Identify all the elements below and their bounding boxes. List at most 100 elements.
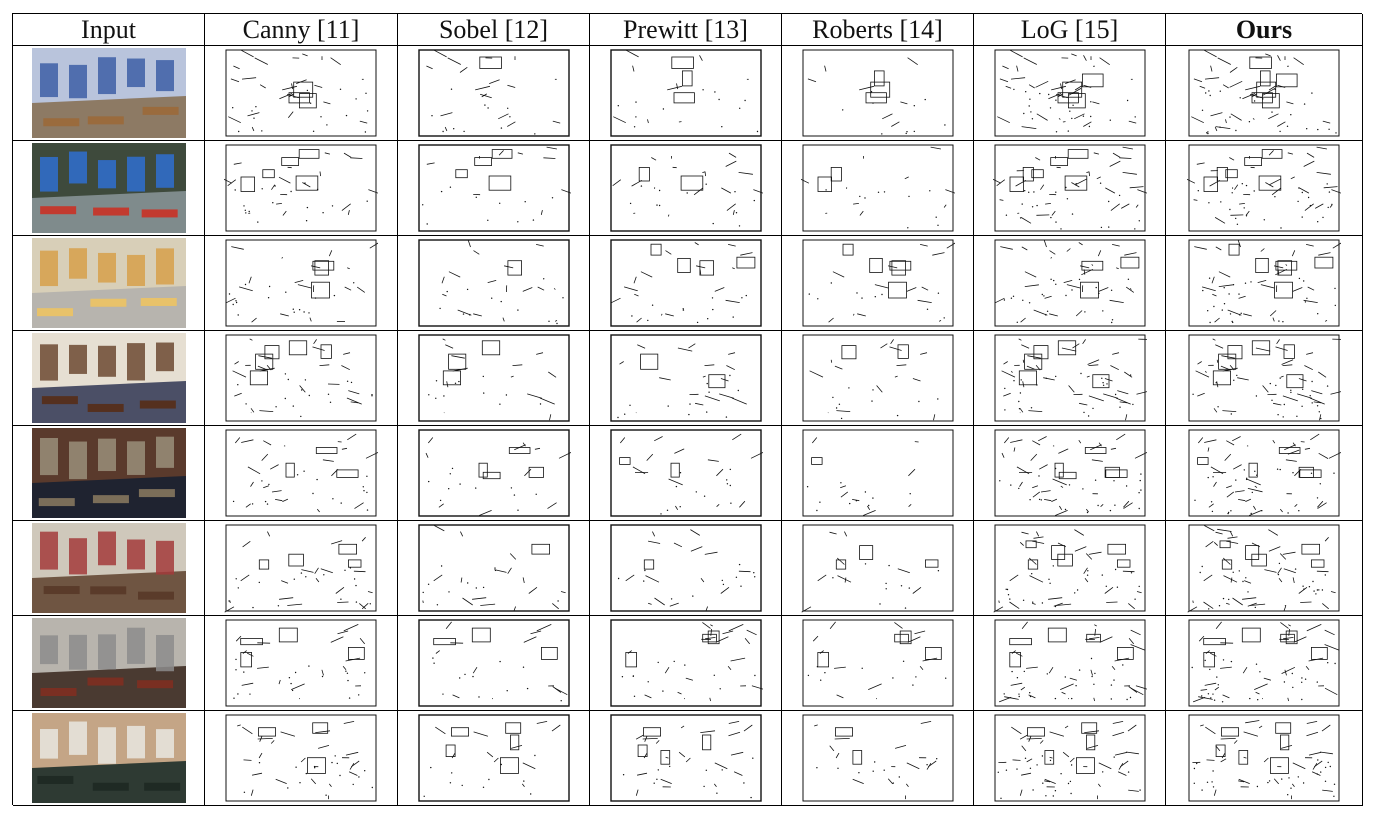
edge-map-image [1187, 524, 1340, 613]
edge-map-image [1188, 49, 1340, 137]
edge-map-ours [1166, 426, 1363, 521]
edge-map-prewitt [590, 141, 782, 236]
edge-map-image [609, 49, 762, 137]
edge-map-prewitt [590, 331, 782, 426]
input-image-cell [13, 521, 205, 616]
header-label: Roberts [14] [812, 14, 943, 44]
edge-map-canny [205, 521, 398, 616]
edge-map-ours [1166, 711, 1363, 806]
edge-map-sobel [398, 141, 590, 236]
edge-map-canny [205, 236, 398, 331]
edge-map-ours [1166, 236, 1363, 331]
edge-map-image [609, 714, 762, 802]
edge-map-image [802, 239, 955, 327]
edge-map-image [417, 49, 570, 137]
edge-map-log [974, 236, 1166, 331]
edge-map-sobel [398, 711, 590, 806]
input-image-cell [13, 236, 205, 331]
scene-photo [31, 333, 186, 423]
edge-map-image [800, 144, 955, 232]
edge-map-roberts [782, 521, 974, 616]
edge-map-image [225, 714, 377, 802]
edge-map-prewitt [590, 711, 782, 806]
edge-map-log [974, 426, 1166, 521]
edge-map-image [994, 619, 1147, 707]
edge-map-image [992, 144, 1147, 232]
input-image-cell [13, 46, 205, 141]
edge-map-image [609, 429, 763, 517]
header-input: Input [13, 14, 205, 46]
header-sobel: Sobel [12] [398, 14, 590, 46]
edge-map-image [994, 714, 1145, 802]
edge-map-canny [205, 711, 398, 806]
edge-map-image [801, 524, 953, 613]
header-label: Prewitt [13] [623, 14, 748, 44]
edge-map-canny [205, 426, 398, 521]
edge-map-log [974, 711, 1166, 806]
edge-map-log [974, 331, 1166, 426]
edge-map-canny [205, 616, 398, 711]
edge-map-image [609, 619, 763, 707]
edge-map-image [417, 524, 570, 612]
edge-map-image [225, 334, 377, 422]
comparison-table: Input Canny [11] Sobel [12] Prewitt [13]… [12, 13, 1363, 806]
edge-map-image [609, 144, 763, 232]
edge-map-canny [205, 141, 398, 236]
edge-map-image [417, 619, 570, 707]
edge-map-sobel [398, 46, 590, 141]
edge-map-image [1188, 619, 1340, 707]
edge-map-image [225, 429, 378, 517]
edge-map-image [802, 429, 953, 517]
header-label: LoG [15] [1020, 14, 1119, 44]
edge-map-image [993, 524, 1145, 613]
edge-map-image [609, 334, 762, 422]
edge-map-sobel [398, 331, 590, 426]
edge-map-ours [1166, 46, 1363, 141]
edge-map-image [224, 144, 378, 232]
scene-photo [31, 713, 186, 803]
edge-map-image [224, 524, 377, 613]
edge-map-ours [1166, 616, 1363, 711]
header-label: Ours [1235, 14, 1293, 44]
edge-map-sobel [398, 426, 590, 521]
scene-photo [31, 523, 186, 613]
edge-map-image [802, 714, 953, 802]
edge-map-image [802, 619, 953, 707]
edge-map-sobel [398, 616, 590, 711]
edge-map-image [802, 334, 953, 422]
header-ours: Ours [1166, 14, 1363, 46]
edge-map-image [225, 619, 377, 707]
header-roberts: Roberts [14] [782, 14, 974, 46]
edge-map-image [609, 239, 762, 327]
edge-map-image [802, 49, 953, 137]
edge-map-image [994, 429, 1147, 517]
edge-map-sobel [398, 521, 590, 616]
edge-map-canny [205, 331, 398, 426]
edge-map-prewitt [590, 521, 782, 616]
edge-map-image [417, 334, 570, 422]
edge-map-image [417, 429, 571, 517]
edge-map-image [417, 144, 571, 232]
edge-map-image [225, 49, 377, 137]
edge-map-log [974, 141, 1166, 236]
edge-map-image [609, 524, 762, 612]
edge-map-roberts [782, 616, 974, 711]
edge-map-ours [1166, 141, 1363, 236]
edge-map-image [994, 239, 1145, 327]
edge-map-prewitt [590, 616, 782, 711]
header-label: Sobel [12] [438, 14, 549, 44]
edge-map-canny [205, 46, 398, 141]
edge-map-image [225, 239, 378, 327]
header-label: Input [81, 14, 136, 44]
edge-map-roberts [782, 711, 974, 806]
edge-map-ours [1166, 331, 1363, 426]
edge-map-roberts [782, 141, 974, 236]
edge-map-log [974, 521, 1166, 616]
input-image-cell [13, 711, 205, 806]
edge-map-image [1188, 429, 1341, 517]
input-image-cell [13, 141, 205, 236]
edge-map-log [974, 616, 1166, 711]
edge-map-image [1188, 714, 1340, 802]
edge-map-prewitt [590, 426, 782, 521]
edge-map-image [994, 334, 1147, 422]
